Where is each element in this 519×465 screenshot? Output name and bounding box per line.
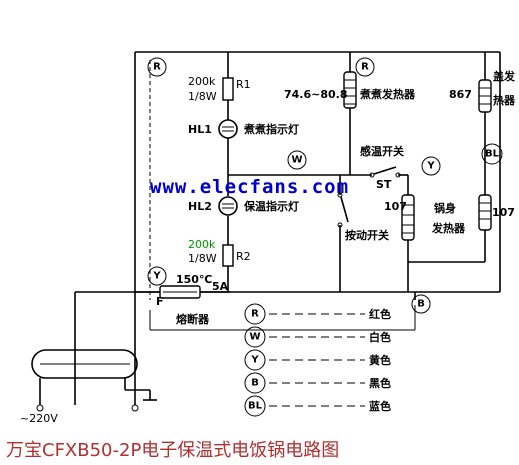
svg-text:Y: Y xyxy=(152,271,161,282)
svg-text:BL: BL xyxy=(485,149,500,160)
r2-name: R2 xyxy=(236,250,251,263)
legend-code: BL xyxy=(248,401,263,412)
cook-heater-value: 74.6~80.8 xyxy=(284,88,348,101)
node-y-left: Y xyxy=(147,266,167,286)
legend-row: BL 蓝色 xyxy=(244,395,391,417)
svg-text:W: W xyxy=(291,155,302,166)
legend-code: W xyxy=(249,332,260,343)
svg-text:B: B xyxy=(417,299,425,310)
legend-color-name: 白色 xyxy=(369,330,391,344)
body-heater-label-1: 锅身 xyxy=(434,201,456,215)
thermo-switch-label: 感温开关 xyxy=(360,144,404,158)
legend-marker xyxy=(244,303,266,325)
hl1-label: 煮煮指示灯 xyxy=(243,122,299,136)
legend-marker xyxy=(244,349,266,371)
watermark: www.elecfans.com xyxy=(150,176,349,198)
r1-power: 1/8W xyxy=(188,90,217,103)
node-w-mid: W xyxy=(287,150,307,170)
terminal-right xyxy=(131,404,139,412)
svg-text:R: R xyxy=(153,62,161,73)
fuse-label: 熔断器 xyxy=(176,312,210,326)
legend-color-name: 黑色 xyxy=(369,376,391,390)
hl2-label: 保温指示灯 xyxy=(243,199,299,213)
hl2-name: HL2 xyxy=(188,200,212,213)
legend-marker xyxy=(244,372,266,394)
legend-code: Y xyxy=(250,355,259,366)
side-heater xyxy=(478,194,492,231)
lid-heater-label-1: 盖发 xyxy=(493,69,516,83)
body-heater-value-right: 107 xyxy=(492,206,515,219)
cook-heater xyxy=(343,71,357,109)
legend-marker xyxy=(244,326,266,348)
resistor-r1 xyxy=(222,77,234,101)
fuse xyxy=(159,285,201,299)
thermo-switch xyxy=(369,166,401,178)
diagram-title: 万宝CFXB50-2P电子保温式电饭锅电路图 xyxy=(6,440,339,461)
node-y-right: Y xyxy=(421,156,441,176)
node-bl-right: BL xyxy=(481,143,503,165)
thermo-switch-name: ST xyxy=(376,178,392,191)
svg-text:R: R xyxy=(361,62,369,73)
lid-heater-value: 867 xyxy=(449,88,472,101)
r2-power: 1/8W xyxy=(188,252,217,265)
supply-label: ~220V xyxy=(20,412,58,425)
lid-heater xyxy=(478,79,492,113)
resistor-r2 xyxy=(222,244,234,267)
body-heater-value-left: 107 xyxy=(384,200,407,213)
legend-row: R 红色 xyxy=(244,303,391,325)
node-b-bottom: B xyxy=(411,294,431,314)
legend-row: Y 黄色 xyxy=(244,349,391,371)
r1-value: 200k xyxy=(188,75,216,88)
body-heater xyxy=(401,194,415,241)
legend-color-name: 黄色 xyxy=(369,353,391,367)
lid-heater-label-2: 热器 xyxy=(493,93,516,107)
legend-row: B 黑色 xyxy=(244,372,391,394)
legend-code: B xyxy=(251,378,259,389)
manual-switch xyxy=(337,192,349,228)
terminal-left xyxy=(36,404,44,412)
legend-row: W 白色 xyxy=(244,326,391,348)
r2-value: 200k xyxy=(188,238,216,251)
legend-marker xyxy=(244,395,266,417)
color-legend: R 红色 W 白色 Y 黄色 B 黑色 BL 蓝色 xyxy=(244,303,391,417)
manual-switch-label: 按动开关 xyxy=(345,228,389,242)
fuse-name: F xyxy=(156,295,164,308)
body-heater-label-2: 发热器 xyxy=(431,221,466,235)
lamp-hl1 xyxy=(218,119,238,139)
legend-color-name: 蓝色 xyxy=(369,399,391,413)
fuse-rating: 150℃ xyxy=(176,273,212,286)
node-r-top-mid: R xyxy=(355,57,375,77)
hl1-name: HL1 xyxy=(188,123,212,136)
cook-heater-label: 煮煮发热器 xyxy=(359,87,416,101)
svg-text:Y: Y xyxy=(426,161,435,172)
fuse-current: 5A xyxy=(212,280,229,293)
lamp-hl2 xyxy=(218,196,238,216)
legend-color-name: 红色 xyxy=(369,307,391,321)
legend-code: R xyxy=(251,309,259,320)
node-r-top-left: R xyxy=(147,57,167,77)
r1-name: R1 xyxy=(236,78,251,91)
power-cord xyxy=(31,349,157,412)
